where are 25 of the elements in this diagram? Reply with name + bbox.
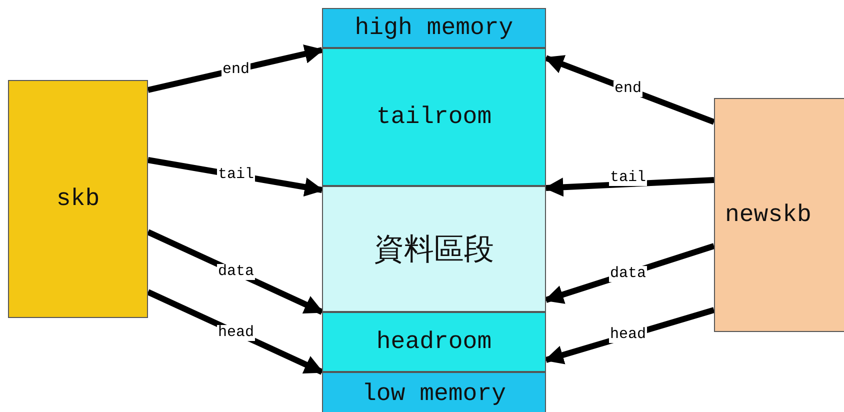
segment-label: tailroom bbox=[376, 104, 492, 130]
memory-segment bbox=[322, 372, 546, 412]
edge-label: data bbox=[217, 264, 255, 280]
edge-label: head bbox=[217, 325, 255, 341]
skb-box bbox=[714, 98, 844, 332]
memory-segment bbox=[322, 8, 546, 48]
edge-label: tail bbox=[609, 170, 647, 186]
memory-segment bbox=[322, 186, 546, 312]
segment-label: skb bbox=[56, 186, 100, 212]
memory-segment bbox=[322, 312, 546, 372]
edge-label: tail bbox=[217, 167, 255, 183]
arrow bbox=[146, 289, 324, 375]
segment-label: high memory bbox=[354, 14, 514, 42]
arrow bbox=[146, 229, 324, 315]
edge-label: head bbox=[609, 327, 647, 343]
segment-label: newskb bbox=[725, 202, 812, 228]
segment-label: headroom bbox=[376, 328, 492, 356]
arrow bbox=[544, 177, 714, 197]
edge-label: end bbox=[222, 62, 250, 78]
edge-label: end bbox=[614, 81, 642, 97]
segment-label: low memory bbox=[362, 380, 506, 408]
memory-segment bbox=[322, 48, 546, 186]
edge-label: data bbox=[609, 266, 647, 282]
skb-box bbox=[8, 80, 148, 318]
segment-label: 資料區段 bbox=[374, 233, 494, 270]
